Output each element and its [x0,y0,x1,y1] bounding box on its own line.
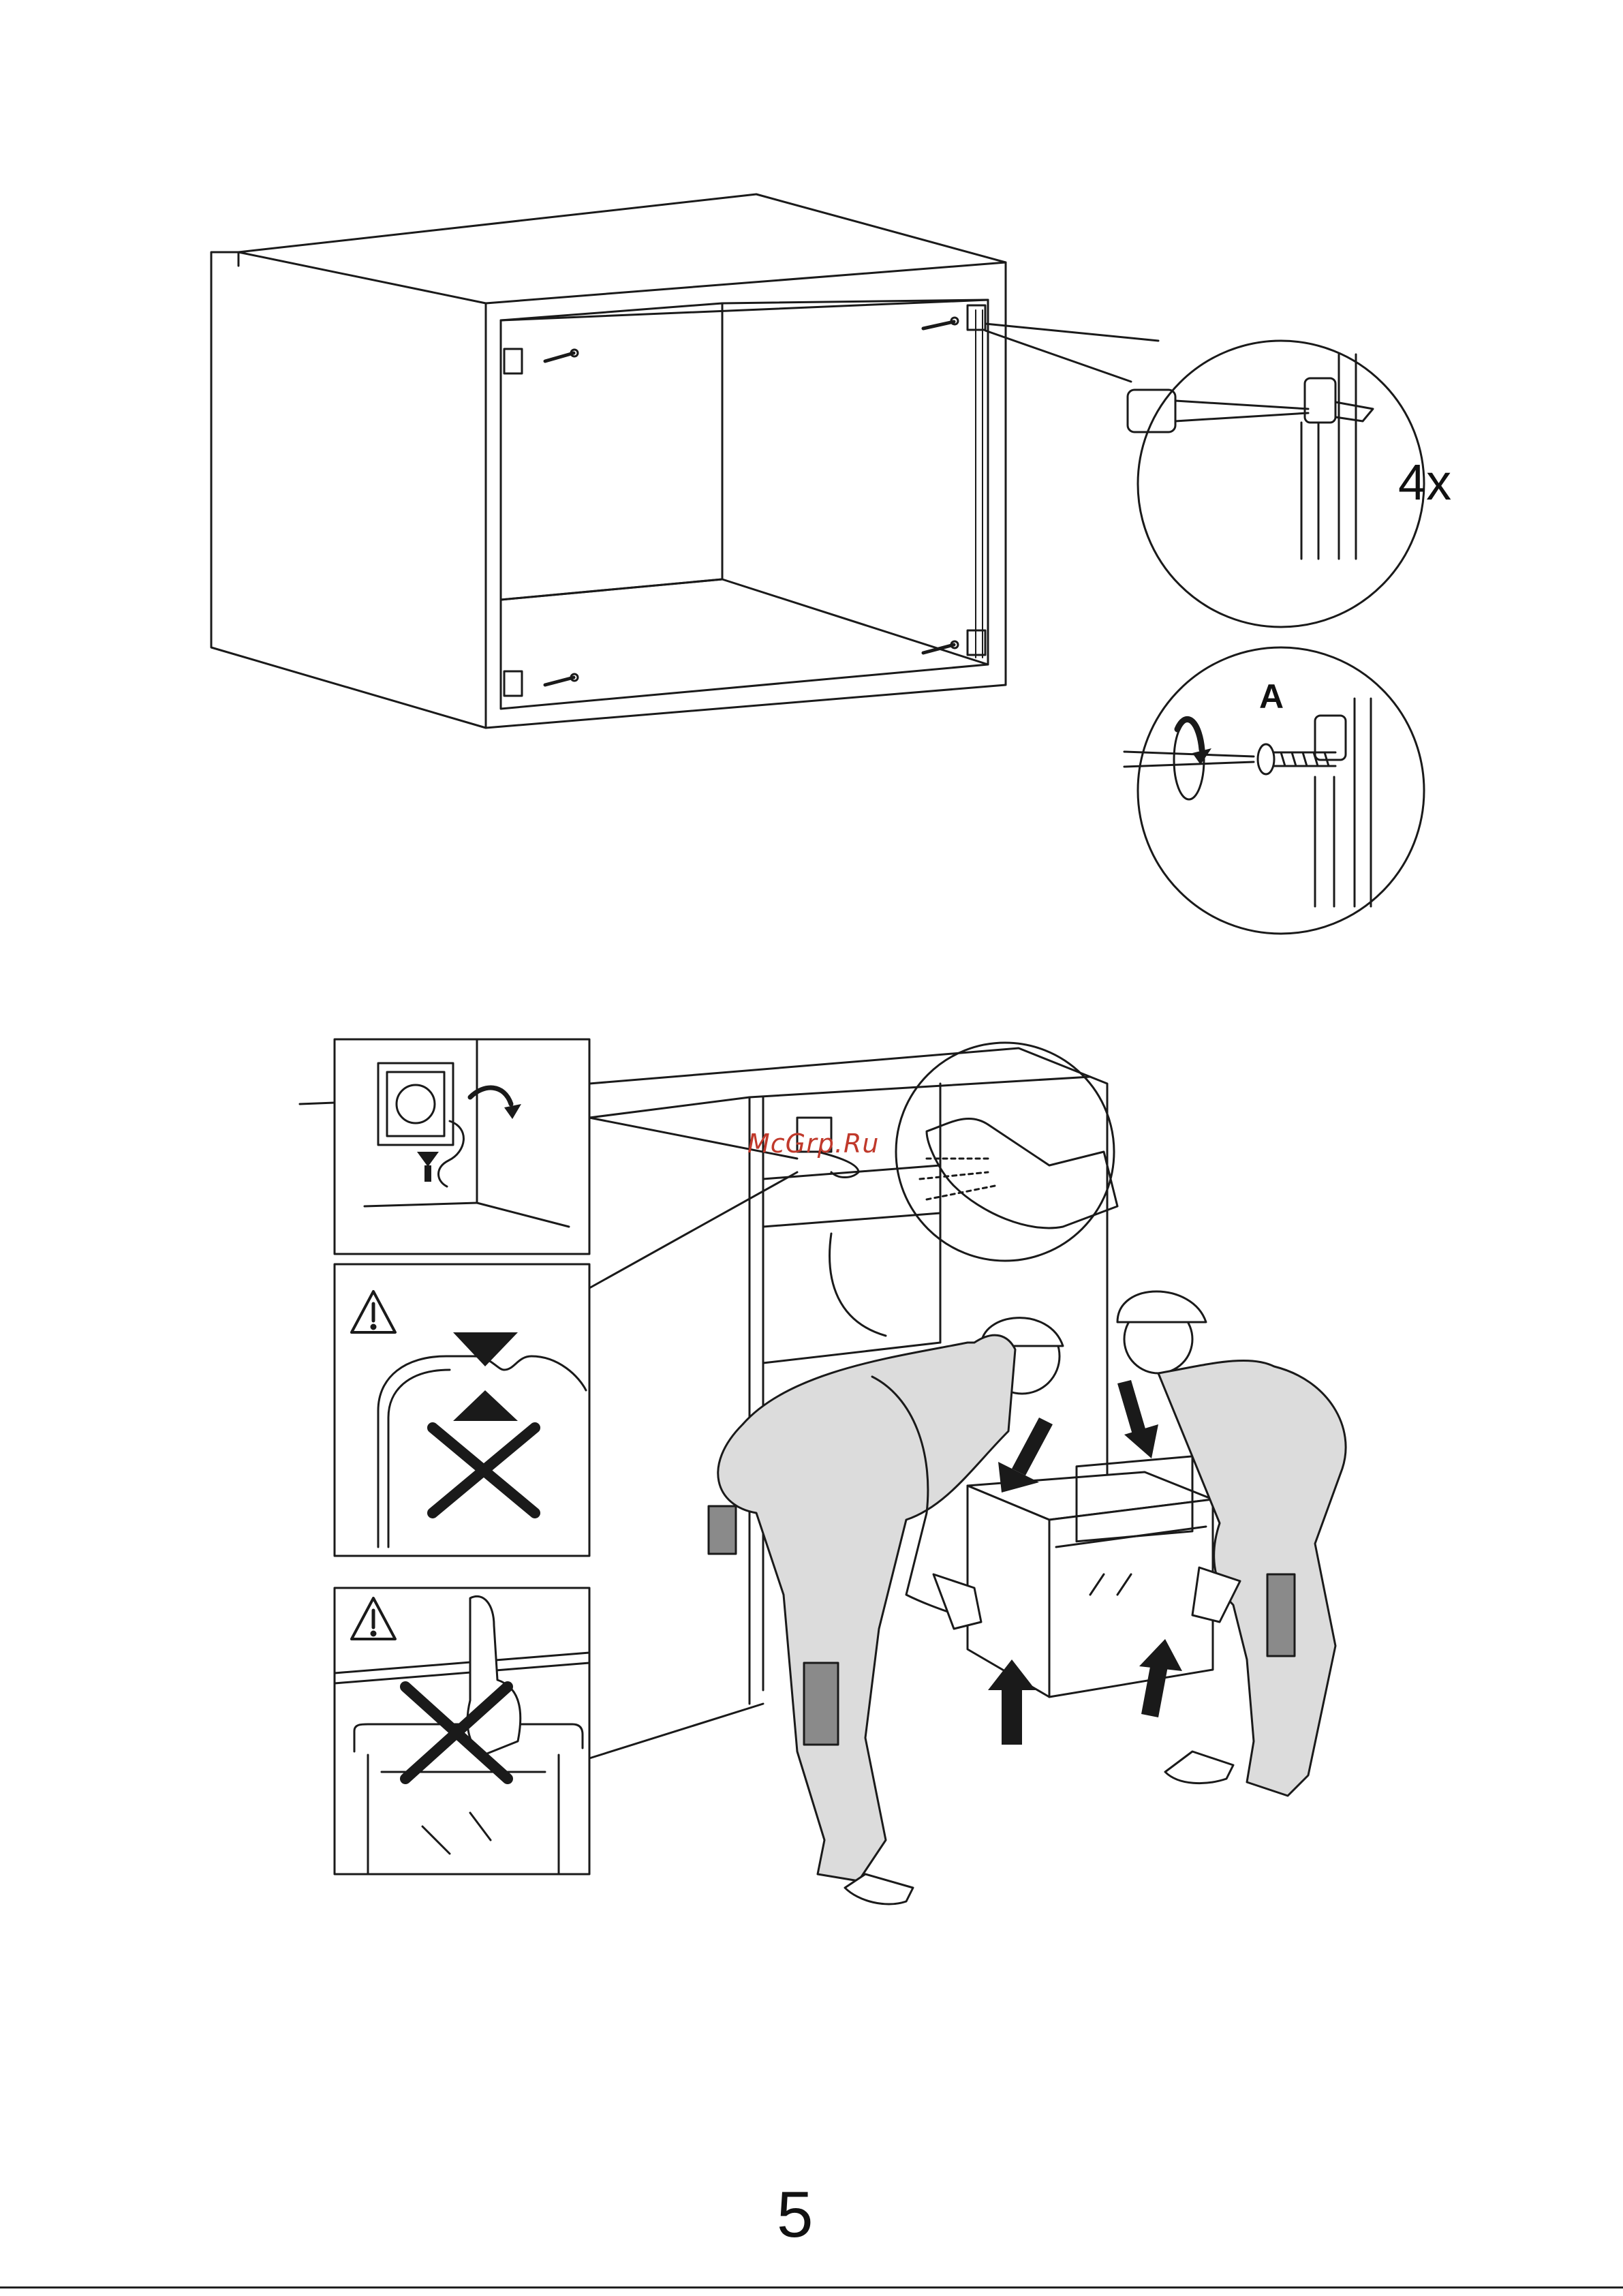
cross-prohibited-icon [433,1428,535,1513]
rotate-arrow-icon [1177,719,1202,750]
lift-arrow-icon [453,1390,518,1421]
screw-label: A [1259,677,1284,716]
socket-inset-panel [335,1039,589,1254]
press-arrow-icon [453,1332,518,1366]
cabinet-drawing [211,194,1158,728]
page-number: 5 [777,2177,813,2252]
bottom-rule [0,2286,1623,2289]
bracket-detail-circle [1128,341,1424,627]
glove-detail-circle [896,1043,1117,1261]
quantity-label: 4x [1398,453,1451,511]
rotate-arrow-head [1192,748,1211,765]
watermark-text: McGrp.Ru [747,1129,879,1159]
